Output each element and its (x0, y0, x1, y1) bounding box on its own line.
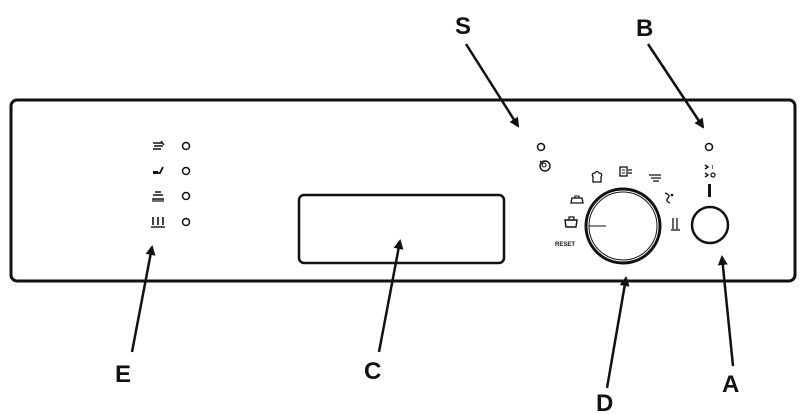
arrow-b (646, 43, 705, 129)
indicator-leds-group (181, 141, 191, 227)
program-selector-dial[interactable] (584, 187, 662, 265)
display-window (297, 193, 506, 265)
pan-program-icon (564, 216, 578, 228)
callout-label-b: B (636, 15, 653, 42)
dishes-led (181, 191, 191, 201)
salt-led (536, 142, 546, 152)
glasses-led (181, 217, 191, 227)
pan-icon (153, 166, 164, 174)
callout-label-d: D (596, 390, 613, 415)
power-symbol (708, 184, 711, 197)
callout-label-c: C (364, 358, 381, 385)
indicator-icons-group (151, 140, 165, 228)
intensive-wash-icon (619, 166, 632, 177)
rinse-icon (664, 192, 674, 204)
pots-icon (153, 140, 165, 150)
delay-start-icon (704, 164, 716, 178)
callout-label-e: E (115, 361, 131, 388)
glasses-icon (151, 217, 165, 228)
dishes-icon (152, 191, 164, 202)
on-off-button[interactable] (690, 205, 730, 245)
callout-label-s: S (455, 13, 471, 40)
arrow-d (605, 276, 630, 389)
callout-label-a: A (722, 371, 739, 398)
program-dial-outer[interactable] (584, 187, 662, 265)
chef-hat-icon (591, 170, 603, 183)
arrow-s (464, 43, 520, 128)
callout-arrows (130, 43, 735, 389)
pots-led (181, 141, 191, 151)
salt-icon (539, 160, 551, 172)
glass-care-icon (671, 218, 680, 231)
on-off-led (704, 142, 714, 152)
quick-wash-icon (649, 174, 661, 182)
arrow-c (377, 239, 404, 353)
pot-lid-icon (570, 195, 584, 204)
arrow-a (717, 255, 735, 367)
reset-label: RESET (555, 242, 575, 248)
arrow-e (130, 245, 156, 353)
program-icons-group (564, 166, 680, 231)
pan-led (181, 166, 191, 176)
